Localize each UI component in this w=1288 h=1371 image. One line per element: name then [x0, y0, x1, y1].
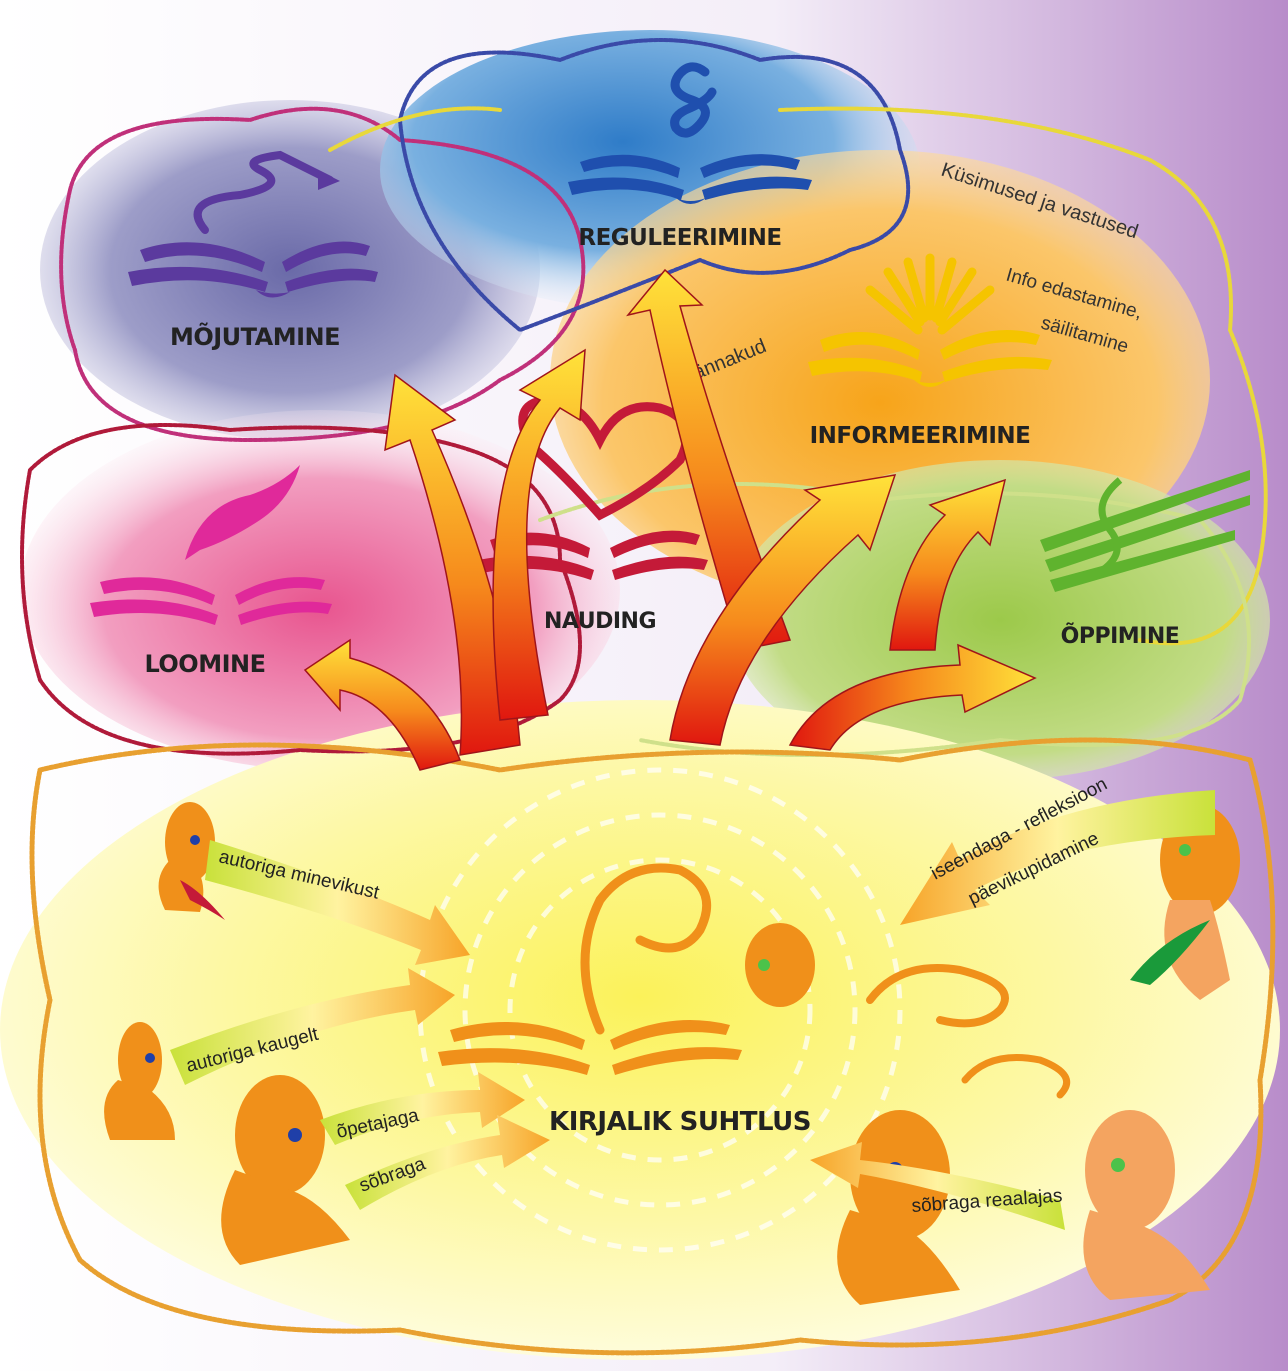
label-oppimine: ÕPPIMINE	[1061, 623, 1180, 649]
label-nauding: NAUDING	[544, 609, 656, 634]
label-loomine: LOOMINE	[144, 650, 265, 678]
label-informeerimine: INFORMEERIMINE	[810, 423, 1031, 449]
label-kirjalik-suhtlus: KIRJALIK SUHTLUS	[549, 1107, 811, 1137]
label-mojutamine: MÕJUTAMINE	[170, 321, 340, 351]
label-reguleerimine: REGULEERIMINE	[578, 225, 781, 251]
